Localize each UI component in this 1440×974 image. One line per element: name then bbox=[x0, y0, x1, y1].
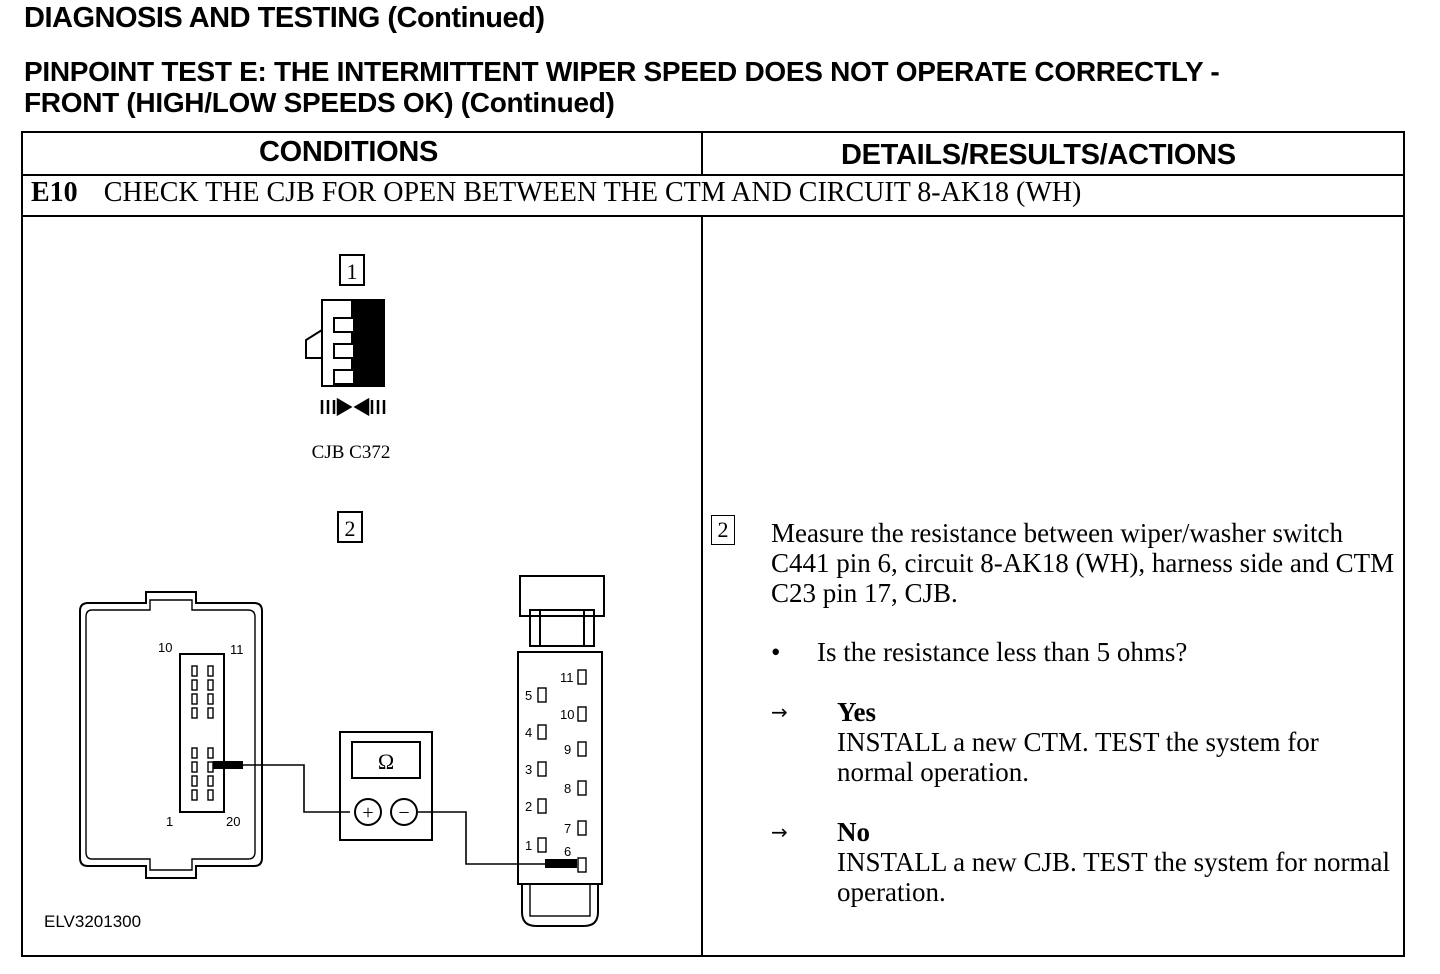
plug-pin-label: 3 bbox=[525, 762, 532, 777]
connector-icon bbox=[305, 299, 385, 387]
figure-id: ELV3201300 bbox=[44, 912, 141, 931]
module-pin-label: 1 bbox=[166, 814, 173, 829]
step-title: CHECK THE CJB FOR OPEN BETWEEN THE CTM A… bbox=[103, 177, 1082, 208]
pinpoint-test-title-line2: FRONT (HIGH/LOW SPEEDS OK) (Continued) bbox=[24, 87, 615, 118]
probe-wire-positive bbox=[242, 764, 350, 813]
pinpoint-test-title-line1: PINPOINT TEST E: THE INTERMITTENT WIPER … bbox=[24, 56, 1220, 87]
pinpoint-test-table: CONDITIONS DETAILS/RESULTS/ACTIONS E10 CH… bbox=[21, 131, 1405, 957]
ref-box-2 bbox=[337, 511, 363, 543]
arrow-right-icon: → bbox=[771, 700, 788, 724]
bullet-icon: • bbox=[771, 637, 781, 667]
plug-pin-label: 4 bbox=[525, 725, 532, 740]
step-row-divider bbox=[23, 215, 1403, 217]
ref-box-1 bbox=[339, 254, 365, 286]
details-column-header: DETAILS/RESULTS/ACTIONS bbox=[841, 139, 1236, 171]
plus-terminal-label: + bbox=[362, 802, 373, 824]
header-column-divider bbox=[701, 133, 703, 174]
pinpoint-test-title: PINPOINT TEST E: THE INTERMITTENT WIPER … bbox=[24, 56, 1220, 118]
plug-pin-label: 7 bbox=[564, 821, 571, 836]
yes-label: Yes bbox=[837, 697, 876, 727]
disconnect-arrows-icon bbox=[320, 397, 386, 417]
module-pin-label: 11 bbox=[230, 642, 244, 657]
measure-instruction: Measure the resistance between wiper/was… bbox=[771, 518, 1395, 608]
probe-wire-negative bbox=[418, 811, 560, 865]
module-pin-label: 10 bbox=[158, 640, 172, 655]
page-title: DIAGNOSIS AND TESTING (Continued) bbox=[24, 2, 545, 34]
plug-pin-label: 6 bbox=[564, 844, 571, 859]
arrow-right-icon: → bbox=[771, 820, 788, 844]
step-row: E10 CHECK THE CJB FOR OPEN BETWEEN THE CT… bbox=[31, 177, 1081, 209]
no-label: No bbox=[837, 817, 870, 847]
plug-pin-label: 1 bbox=[525, 838, 532, 853]
ref-box-2-label: 2 bbox=[345, 516, 356, 541]
ohm-symbol: Ω bbox=[378, 749, 394, 774]
multimeter bbox=[339, 731, 433, 841]
plug-pin-label: 10 bbox=[560, 707, 574, 722]
cjb-module bbox=[79, 591, 263, 879]
conditions-column-header: CONDITIONS bbox=[259, 136, 439, 168]
connector-label: CJB C372 bbox=[312, 442, 391, 463]
step-id: E10 bbox=[31, 177, 78, 208]
details-ref-box: 2 bbox=[711, 515, 735, 545]
header-row-divider bbox=[23, 174, 1403, 176]
plug-pin-label: 8 bbox=[564, 781, 571, 796]
plug-pin-label: 11 bbox=[560, 670, 574, 685]
wiring-diagram: 1 2 CJB C372 Ω + − 10 11 1 20 11 5 10 4 … bbox=[44, 254, 605, 931]
body-column-divider bbox=[701, 217, 703, 957]
wiper-switch-connector bbox=[517, 575, 605, 927]
plug-pin-label: 2 bbox=[525, 799, 532, 814]
module-pin-label: 20 bbox=[226, 814, 240, 829]
plug-pin-label: 5 bbox=[525, 688, 532, 703]
plug-pin-label: 9 bbox=[564, 742, 571, 757]
ref-box-1-label: 1 bbox=[347, 259, 358, 284]
no-action: INSTALL a new CJB. TEST the system for n… bbox=[837, 847, 1391, 907]
yes-action: INSTALL a new CTM. TEST the system for n… bbox=[837, 727, 1319, 787]
minus-terminal-label: − bbox=[398, 802, 409, 824]
question-text: Is the resistance less than 5 ohms? bbox=[817, 637, 1188, 667]
